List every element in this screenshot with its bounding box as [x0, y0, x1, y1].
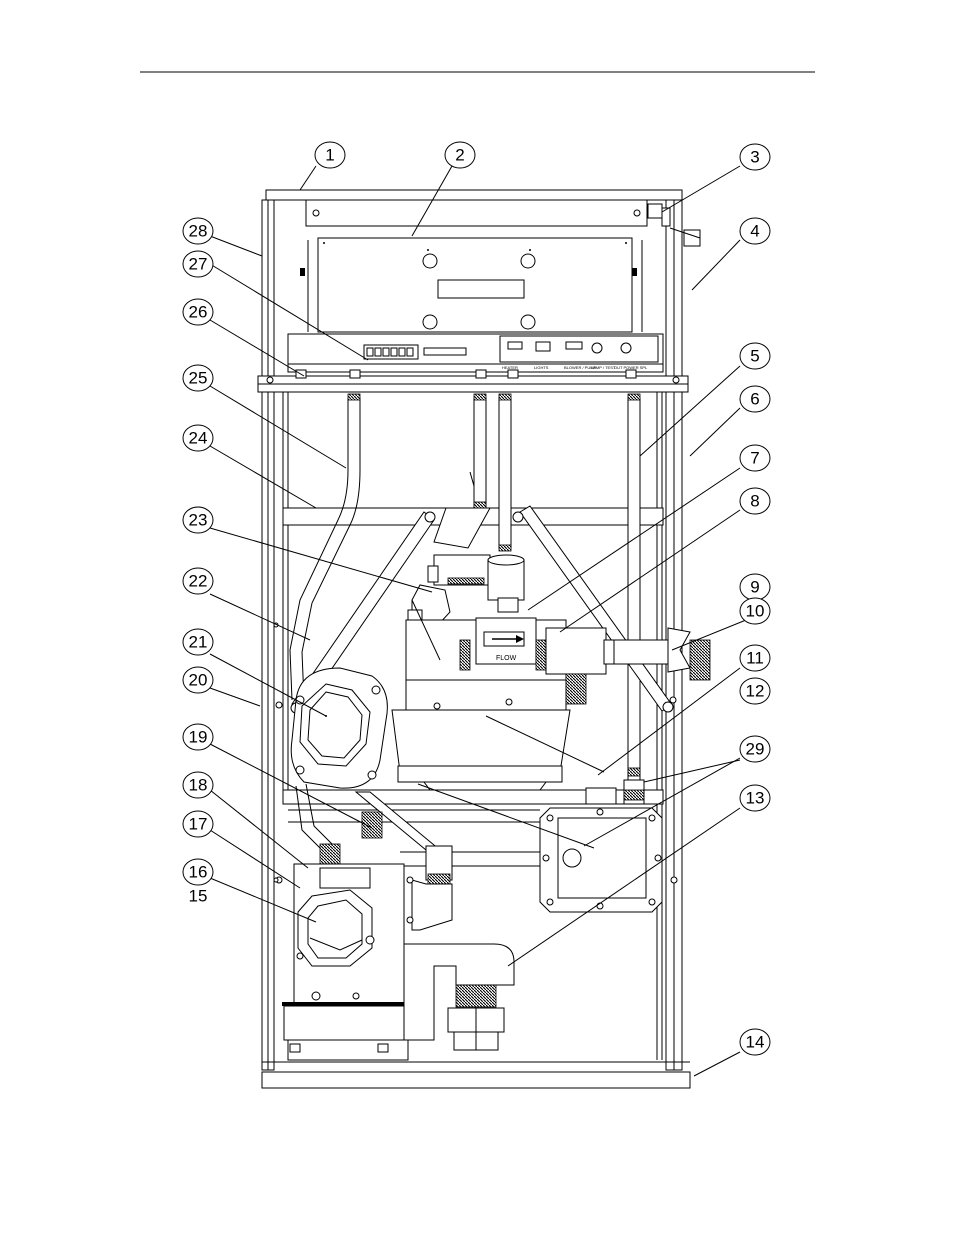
- callout-bubbles: 1 2 3 4 5 6 7 8 9 10 11 12 29 13 14 28 2…: [182, 141, 771, 1056]
- right-fittings: [585, 627, 711, 805]
- callout-11: 11: [739, 644, 771, 672]
- svg-text:11: 11: [746, 649, 764, 668]
- control-housing: HEATER LIGHTS BLOWER / PUMP LAMP / TEST …: [287, 199, 701, 379]
- callout-1: 1: [314, 141, 346, 169]
- svg-text:26: 26: [189, 303, 208, 322]
- svg-text:19: 19: [189, 728, 208, 747]
- callout-3: 3: [739, 143, 771, 171]
- callout-12: 12: [739, 677, 771, 705]
- callout-22: 22: [182, 567, 214, 595]
- svg-text:4: 4: [750, 222, 759, 241]
- svg-text:27: 27: [189, 255, 208, 274]
- svg-text:2: 2: [455, 146, 464, 165]
- svg-text:8: 8: [750, 492, 759, 511]
- panel-label-heater: HEATER: [502, 365, 518, 370]
- svg-text:14: 14: [746, 1033, 765, 1052]
- svg-text:18: 18: [189, 776, 208, 795]
- svg-text:3: 3: [750, 148, 759, 167]
- vertical-pipes: [289, 393, 641, 794]
- terminal-block: [363, 344, 467, 360]
- callout-10: 10: [739, 597, 771, 625]
- svg-text:20: 20: [189, 671, 208, 690]
- callout-13: 13: [739, 784, 771, 812]
- svg-text:29: 29: [746, 740, 765, 759]
- callout-14: 14: [739, 1028, 771, 1056]
- svg-text:22: 22: [189, 572, 208, 591]
- callout-25: 25: [182, 364, 214, 392]
- callout-29: 29: [739, 735, 771, 763]
- callout-20: 20: [182, 666, 214, 694]
- svg-text:5: 5: [750, 347, 759, 366]
- svg-text:12: 12: [746, 682, 765, 701]
- panel-label-lights: LIGHTS: [534, 365, 549, 370]
- callout-6: 6: [739, 385, 771, 413]
- valve-assembly: FLOW: [391, 507, 615, 791]
- svg-text:9: 9: [750, 578, 759, 597]
- svg-text:13: 13: [746, 789, 765, 808]
- svg-text:10: 10: [746, 602, 765, 621]
- callout-18: 18: [182, 771, 214, 799]
- callout-24: 24: [182, 424, 214, 452]
- svg-text:23: 23: [189, 511, 208, 530]
- lower-plumbing: [282, 783, 540, 1061]
- callout-26: 26: [182, 298, 214, 326]
- callout-21: 21: [182, 628, 214, 656]
- callout-8: 8: [739, 487, 771, 515]
- svg-text:7: 7: [750, 449, 759, 468]
- callout-27: 27: [182, 250, 214, 278]
- panel-label-out-power: OUT POWER SPL: [614, 365, 648, 370]
- callout-9: 9: [739, 573, 771, 601]
- callout-15: 15: [189, 887, 208, 906]
- svg-text:16: 16: [189, 863, 208, 882]
- flow-label: FLOW: [496, 655, 517, 662]
- svg-text:1: 1: [325, 146, 334, 165]
- panel-label-lamp-test: LAMP / TEST: [591, 365, 616, 370]
- svg-text:15: 15: [189, 887, 208, 906]
- callout-5: 5: [739, 342, 771, 370]
- callout-19: 19: [182, 723, 214, 751]
- svg-text:21: 21: [189, 633, 208, 652]
- svg-text:28: 28: [189, 222, 208, 241]
- callout-4: 4: [739, 217, 771, 245]
- heater-box: [539, 807, 663, 913]
- panel-label-blower-pump: BLOWER / PUMP: [564, 365, 597, 370]
- callout-2: 2: [444, 141, 476, 169]
- callout-16: 16: [182, 858, 214, 886]
- callout-7: 7: [739, 444, 771, 472]
- svg-text:25: 25: [189, 369, 208, 388]
- svg-text:6: 6: [750, 390, 759, 409]
- callout-17: 17: [182, 810, 214, 838]
- svg-text:24: 24: [189, 429, 208, 448]
- svg-text:17: 17: [189, 815, 208, 834]
- leader-lines: [209, 165, 747, 1077]
- motor-assembly: [290, 667, 388, 789]
- callout-23: 23: [182, 506, 214, 534]
- callout-28: 28: [182, 217, 214, 245]
